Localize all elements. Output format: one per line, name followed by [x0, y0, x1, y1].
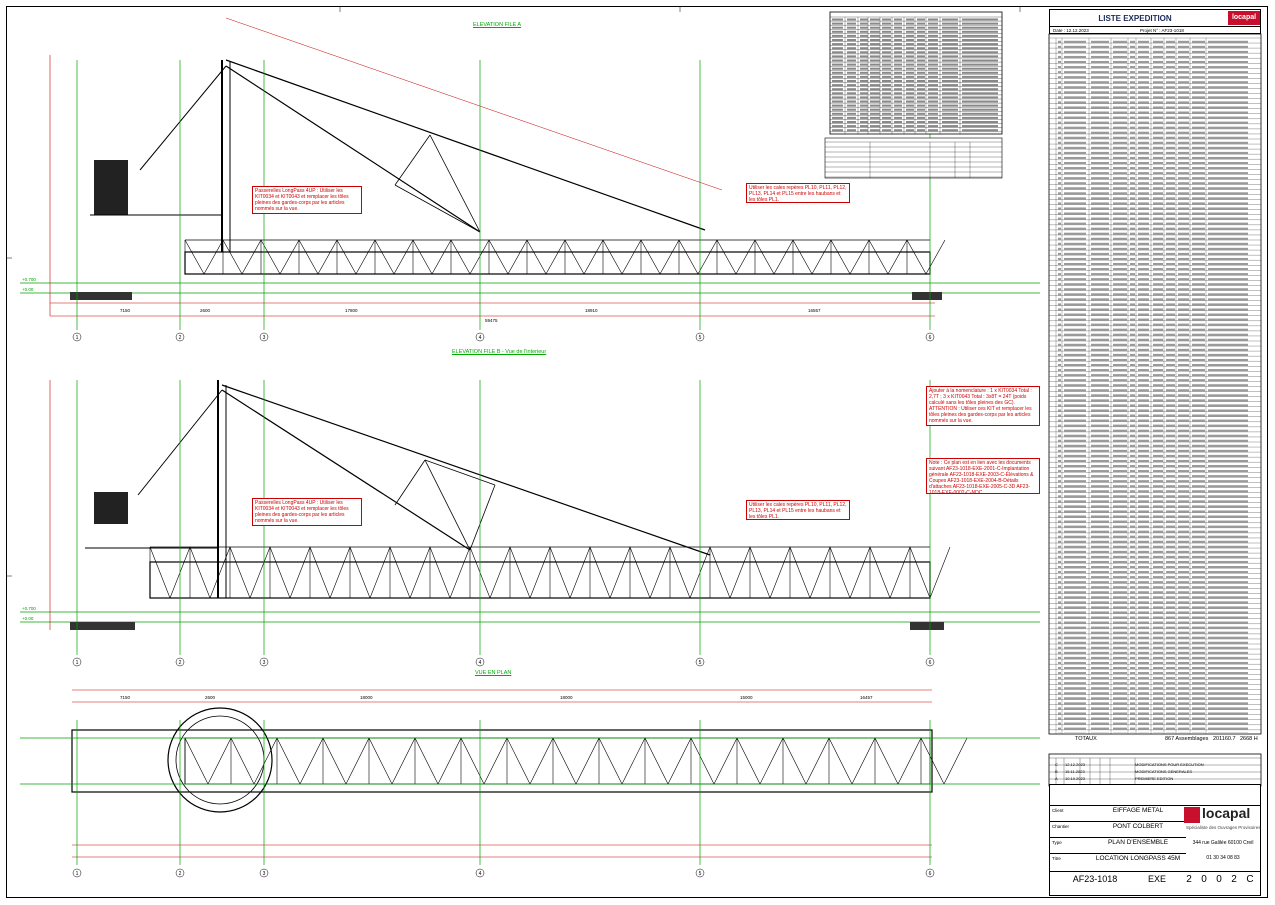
rev-desc-2: MODIFICATIONS GENERALES	[1135, 769, 1192, 774]
phase-code: EXE	[1147, 874, 1166, 884]
sheet-border	[6, 6, 1268, 898]
client-name: EIFFAGE METAL	[1112, 807, 1164, 814]
axis-label: 4	[479, 335, 482, 341]
axis-label: 1	[76, 660, 79, 666]
axis-label: 1	[76, 871, 79, 877]
list-total-value: 867 Assemblages	[1165, 736, 1209, 742]
level-1-b: +0.700	[22, 606, 36, 611]
company-subtitle: Spécialiste des Ouvrages Provisoires	[1186, 825, 1261, 830]
list-header: LISTE EXPEDITION locapal	[1049, 9, 1261, 27]
dim-a-5: 16557	[808, 308, 821, 313]
affaire-number: AF23-1018	[1072, 874, 1118, 884]
expedition-table	[1048, 33, 1262, 787]
locapal-logo-icon	[1184, 807, 1200, 823]
note-cales-b: Utiliser les cales repères PL10, PL11, P…	[746, 500, 850, 520]
axis-label: 6	[929, 335, 932, 341]
chantier-name: PONT COLBERT	[1112, 823, 1164, 830]
axis-label: 3	[263, 660, 266, 666]
level-2-a: +0.00	[22, 287, 34, 292]
title-plan: VUE EN PLAN	[475, 670, 512, 676]
dim-p-2: 2600	[205, 695, 216, 700]
list-total-label: TOTAUX	[1075, 736, 1097, 742]
title-elevation-b: ELEVATION FILE B - Vue de l'interieur	[452, 349, 547, 355]
company-phone: 01 30 34 08 83	[1206, 855, 1240, 861]
list-meta: Date : 12.12.2023 Projet N° : AF23-1018	[1049, 26, 1261, 34]
dim-a-2: 2600	[200, 308, 211, 313]
locapal-logo-small: locapal	[1228, 11, 1260, 25]
plan-code-3: 0	[1216, 874, 1222, 885]
axis-label: 4	[479, 871, 482, 877]
axis-label: 1	[76, 335, 79, 341]
rev-ind-3: A	[1055, 776, 1058, 781]
axis-label: 3	[263, 335, 266, 341]
dim-p-1: 7150	[120, 695, 131, 700]
rev-date-1: 12.12.2023	[1065, 762, 1086, 767]
dim-a-4: 18910	[585, 308, 598, 313]
axis-label: 3	[263, 871, 266, 877]
dim-p-4: 18000	[560, 695, 573, 700]
note-nomenclature: Ajouter à la nomenclature : 1 x KIT0034 …	[926, 386, 1040, 426]
dim-p-6: 16457	[860, 695, 873, 700]
list-project: Projet N° : AF23-1018	[1140, 28, 1184, 33]
axis-label: 6	[929, 660, 932, 666]
axis-label: 6	[929, 871, 932, 877]
rev-desc-3: PREMIERE EDITION	[1135, 776, 1173, 781]
company-address: 344 rue Galilée 60100 Creil	[1192, 840, 1254, 846]
title-block: Client EIFFAGE METAL Chantier PONT COLBE…	[1049, 784, 1261, 896]
dim-total: 59475	[485, 318, 498, 323]
plan-code-1: 2	[1186, 874, 1192, 885]
plan-code-5: C	[1246, 874, 1254, 885]
list-title: LISTE EXPEDITION	[1098, 14, 1172, 23]
list-weight-2: 2668 H	[1240, 736, 1258, 742]
note-passerelles-b: Passerelles LongPass 4UP : Utiliser les …	[252, 498, 362, 526]
dim-p-5: 15000	[740, 695, 753, 700]
titre-name: LOCATION LONGPASS 45M	[1095, 855, 1181, 862]
list-weight: 201160.7	[1213, 736, 1236, 742]
axis-label: 2	[179, 335, 182, 341]
note-cales-a: Utiliser les cales repères PL10, PL11, P…	[746, 183, 850, 203]
type-name: PLAN D'ENSEMBLE	[1107, 839, 1169, 846]
rev-ind-1: C	[1055, 762, 1058, 767]
list-date: Date : 12.12.2023	[1053, 28, 1089, 33]
axis-label: 5	[699, 871, 702, 877]
level-1-a: +0.700	[22, 277, 36, 282]
plan-code-4: 2	[1231, 874, 1237, 885]
rev-date-2: 15.11.2023	[1065, 769, 1085, 774]
axis-label: 2	[179, 660, 182, 666]
axis-label: 4	[479, 660, 482, 666]
axis-label: 5	[699, 660, 702, 666]
axis-label: 5	[699, 335, 702, 341]
note-passerelles-a: Passerelles LongPass 4UP : Utiliser les …	[252, 186, 362, 214]
dim-p-3: 18000	[360, 695, 373, 700]
material-table	[824, 11, 1003, 179]
type-label: Type	[1052, 840, 1062, 845]
plan-view: 1 2 3 4 5 6	[20, 689, 1040, 878]
dim-a-3: 17800	[345, 308, 358, 313]
company-name: locapal	[1202, 805, 1251, 821]
titre-label: Titre	[1052, 856, 1061, 861]
rev-ind-2: B	[1055, 769, 1058, 774]
chantier-label: Chantier	[1052, 824, 1070, 829]
client-label: Client	[1052, 808, 1064, 813]
axis-label: 2	[179, 871, 182, 877]
level-2-b: +0.00	[22, 616, 34, 621]
rev-desc-1: MODIFICATIONS POUR EXECUTION	[1135, 762, 1204, 767]
rev-date-3: 10.10.2023	[1065, 776, 1086, 781]
elevation-a: 1 2 3 4 5 6	[20, 17, 1040, 342]
elevation-b: 1 2 3 4 5 6	[20, 380, 1040, 667]
title-elevation-a: ELEVATION FILE A	[473, 22, 522, 28]
note-documents: Note : Ce plan est en lien avec les docu…	[926, 458, 1040, 496]
plan-code-2: 0	[1201, 874, 1207, 885]
dim-a-1: 7150	[120, 308, 131, 313]
